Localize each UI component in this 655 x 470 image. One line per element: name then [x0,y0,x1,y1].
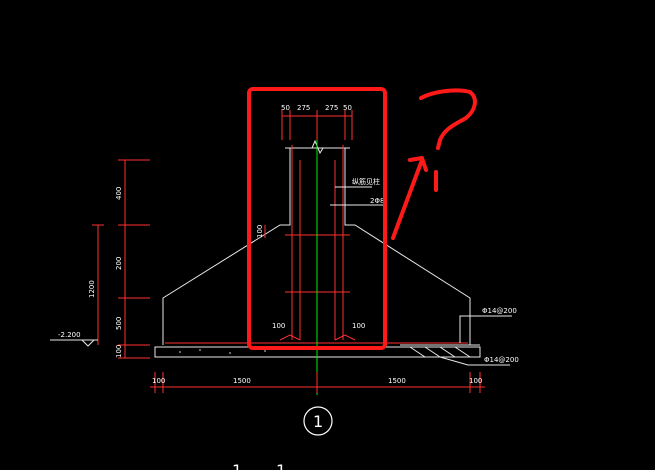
bottom-dim-2: 1500 [233,377,251,385]
elevation-marker: -2.200 [50,331,98,347]
top-dim-4: 50 [343,104,352,112]
elevation-text: -2.200 [58,331,81,339]
top-dim-2: 275 [297,104,310,112]
highlight-box [247,87,387,350]
haunch-text: 100 [256,225,264,238]
left-dimension: 400 200 500 100 1200 [88,159,150,359]
stirrup-note: 2Φ8 [370,197,384,205]
rebar-note-bottom: Φ14@200 [484,356,519,364]
bottom-dimension: 100 1500 1500 100 [150,372,485,393]
left-dim-1: 400 [115,187,123,200]
question-mark-annotation [419,88,477,192]
section-title: 1-1 [232,461,300,470]
inner-left-label: 100 [272,322,285,330]
haunch-dimension: 100 [256,225,266,238]
arrow-annotation [391,156,428,240]
axis-label: 1 [313,412,323,431]
left-dim-4: 100 [115,345,123,358]
column-rebar-leader: 纵筋见柱 2Φ8 [330,177,385,206]
top-dimension: 50 275 275 50 [281,104,353,140]
top-dim-3: 275 [325,104,338,112]
bottom-dim-1: 100 [152,377,165,385]
rebar-leaders: Φ14@200 Φ14@200 [439,307,519,366]
rebar-note-top: Φ14@200 [482,307,517,315]
inner-right-label: 100 [352,322,365,330]
left-dim-3: 500 [115,317,123,330]
column-rebar-note: 纵筋见柱 [352,177,380,186]
axis-bubble: 1 [303,406,333,436]
left-dim-total: 1200 [88,280,96,298]
top-dim-1: 50 [281,104,290,112]
bottom-dim-4: 100 [469,377,482,385]
left-dim-2: 200 [115,257,123,270]
bottom-dim-3: 1500 [388,377,406,385]
